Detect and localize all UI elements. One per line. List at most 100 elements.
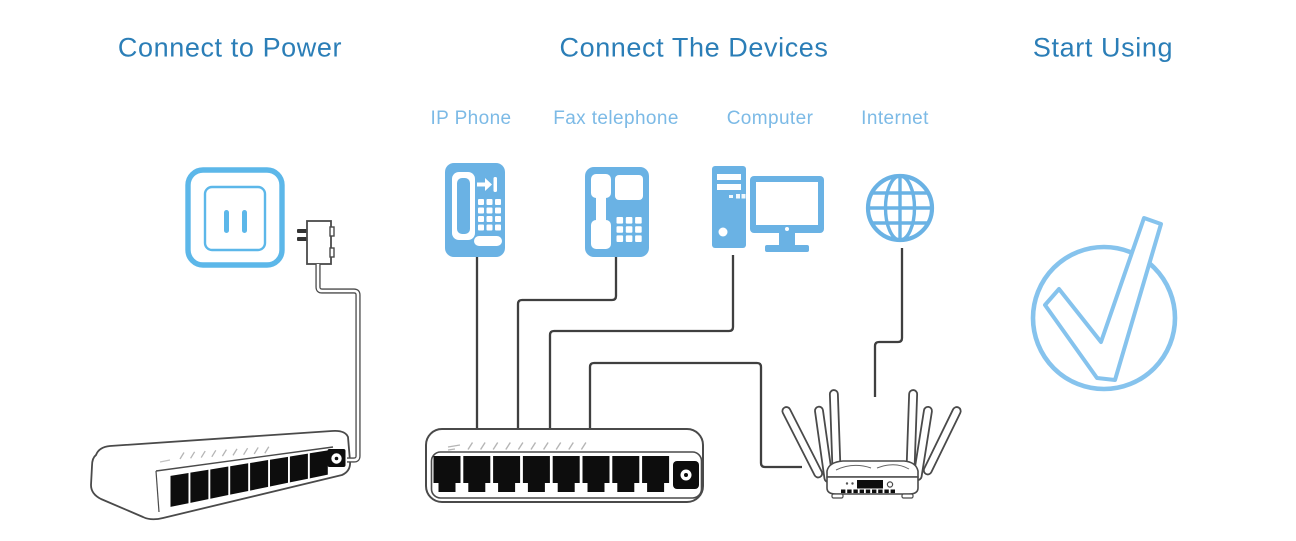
- keypad-key: [625, 235, 633, 242]
- checkmark-circle-icon: [1030, 216, 1178, 392]
- led-tick: [232, 448, 238, 456]
- router-button: [886, 481, 894, 488]
- fax-telephone-icon: [585, 167, 649, 257]
- internet-globe-icon: [865, 173, 935, 243]
- monitor-neck: [779, 233, 795, 245]
- check-circle: [1030, 244, 1178, 392]
- dc-power-pin: [684, 473, 688, 477]
- keypad-key: [495, 224, 501, 231]
- router-antennas: [781, 389, 962, 485]
- keypad-key: [478, 216, 484, 222]
- router-port: [884, 489, 889, 494]
- tower-detail: [729, 195, 733, 198]
- router-port: [841, 489, 846, 494]
- adapter-notch: [329, 247, 335, 258]
- device-label-ip-phone: IP Phone: [430, 108, 512, 129]
- cable-computer: [548, 255, 735, 429]
- keypad-key: [616, 226, 624, 233]
- status-led: [851, 482, 854, 485]
- keypad-key: [616, 235, 624, 242]
- cable-switch-to-router: [588, 361, 802, 469]
- rj45-port: [270, 456, 288, 487]
- phone-keypad: [478, 199, 501, 231]
- led-ticks: [179, 446, 270, 460]
- device-label-fax: Fax telephone: [553, 108, 679, 129]
- rj45-port: [552, 456, 580, 492]
- led-tick: [530, 442, 537, 450]
- rj45-port: [612, 456, 640, 492]
- keypad-key: [635, 226, 642, 233]
- outlet-slot: [242, 210, 247, 233]
- rj45-port: [230, 463, 249, 495]
- arrow-shaft: [477, 182, 486, 187]
- fax-keypad: [616, 217, 642, 242]
- phone-display: [474, 236, 502, 246]
- keypad-key: [478, 224, 484, 231]
- handset-inner: [457, 178, 470, 234]
- router-port: [853, 489, 858, 494]
- ethernet-cables: [475, 248, 904, 469]
- rj45-port: [250, 460, 269, 491]
- led-tick: [243, 447, 249, 456]
- monitor-led: [785, 227, 789, 231]
- led-tick: [221, 449, 227, 457]
- status-led: [845, 482, 849, 485]
- led-ticks: [467, 442, 587, 450]
- led-tick: [543, 442, 549, 450]
- rj45-port: [463, 456, 491, 492]
- dc-power-pin: [334, 456, 339, 461]
- rj45-port: [433, 456, 461, 492]
- tower-vent: [717, 174, 741, 180]
- router-antenna: [922, 406, 962, 476]
- monitor-base: [765, 245, 809, 252]
- led-tick: [492, 442, 499, 450]
- led-tick: [253, 447, 259, 455]
- keypad-key: [495, 216, 501, 222]
- keypad-key: [616, 217, 624, 224]
- arrow-bar: [493, 177, 497, 192]
- router-port: [878, 489, 883, 494]
- router-port: [847, 489, 852, 494]
- router-port: [859, 489, 864, 494]
- rj45-port: [522, 456, 550, 492]
- led-tick: [200, 450, 206, 458]
- rj45-port: [289, 453, 308, 483]
- ethernet-switch-center: [425, 428, 704, 503]
- led-tick: [467, 442, 474, 450]
- keypad-key: [486, 216, 493, 222]
- router-port: [890, 489, 895, 494]
- rj45-port: [642, 456, 670, 492]
- tower-vent: [717, 184, 741, 190]
- tower-detail: [741, 194, 746, 199]
- led-tick: [505, 442, 511, 450]
- device-label-computer: Computer: [726, 108, 814, 129]
- router-lid: [826, 460, 919, 478]
- switch-logo: [447, 444, 461, 448]
- fax-handset-bottom: [591, 220, 611, 249]
- rj45-ports: [433, 456, 670, 492]
- keypad-key: [486, 199, 493, 205]
- router-foot: [901, 493, 914, 499]
- keypad-key: [495, 199, 501, 205]
- keypad-key: [495, 207, 501, 214]
- led-tick: [480, 442, 486, 450]
- rj45-port: [170, 472, 189, 507]
- router-display: [857, 480, 883, 489]
- check-mark: [1043, 216, 1163, 382]
- switch-panel-seam: [155, 446, 334, 472]
- power-cable: [315, 264, 361, 463]
- router-lid-contour: [835, 464, 910, 471]
- outlet-socket: [203, 185, 267, 252]
- monitor-screen: [756, 182, 818, 225]
- cable-fax: [516, 257, 618, 429]
- device-label-internet: Internet: [861, 108, 929, 129]
- adapter-prong: [297, 229, 307, 233]
- power-cable-inner: [316, 264, 360, 462]
- fax-handset-bar: [596, 190, 606, 226]
- switch-logo: [447, 448, 456, 451]
- power-outlet-icon: [185, 167, 285, 268]
- outlet-slot: [224, 210, 229, 233]
- led-tick: [580, 442, 587, 450]
